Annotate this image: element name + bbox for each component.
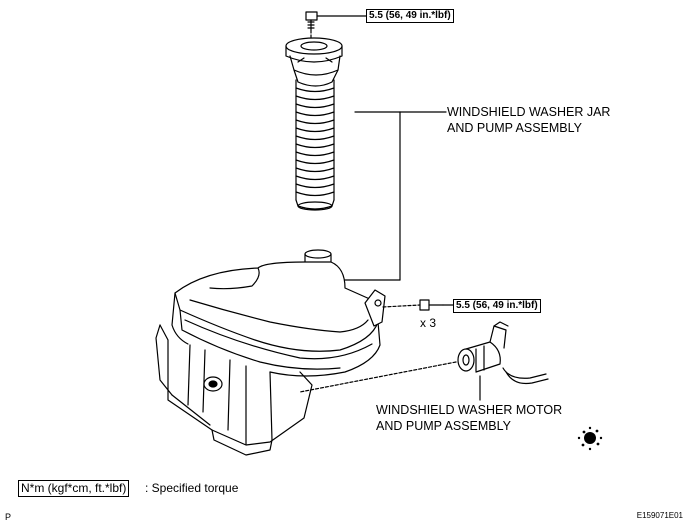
figure-id: E159071E01 [636, 511, 683, 520]
washer-tank [155, 249, 386, 456]
washer-motor-pump [457, 321, 509, 373]
bolt-quantity: x 3 [420, 316, 437, 330]
inlet-hose [295, 79, 335, 211]
top-bolt-icon [305, 11, 318, 31]
legend-unit-box: N*m (kgf*cm, ft.*lbf) [18, 480, 130, 497]
jar-pump-label: WINDSHIELD WASHER JAR AND PUMP ASSEMBLY [447, 104, 610, 136]
jar-pump-label-line1: WINDSHIELD WASHER JAR [447, 105, 611, 119]
side-bolt-icon [419, 299, 444, 311]
jar-pump-label-line2: AND PUMP ASSEMBLY [447, 121, 582, 135]
motor-pump-label-line2: AND PUMP ASSEMBLY [376, 419, 511, 433]
filler-neck-cap [285, 37, 343, 87]
cleaning-mark-icon [577, 426, 603, 451]
motor-pump-label: WINDSHIELD WASHER MOTOR AND PUMP ASSEMBL… [376, 402, 562, 434]
motor-pump-label-line1: WINDSHIELD WASHER MOTOR [376, 403, 563, 417]
wire-harness [502, 367, 547, 379]
side-torque-spec: 5.5 (56, 49 in.*lbf) [453, 299, 541, 313]
top-torque-spec: 5.5 (56, 49 in.*lbf) [366, 9, 454, 23]
corner-letter: P [5, 512, 12, 522]
legend-description: : Specified torque [145, 481, 239, 495]
